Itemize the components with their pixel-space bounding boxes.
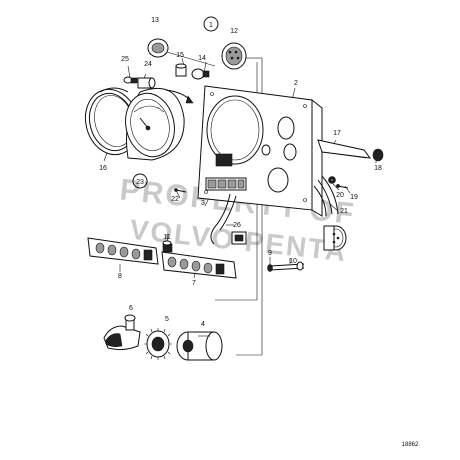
callout-13: 13 [151, 17, 159, 24]
callout-10: 10 [289, 258, 297, 265]
mounting-bracket [317, 139, 372, 159]
callout-1-circle [203, 16, 219, 32]
switch-strip-8 [87, 237, 159, 265]
callout-24: 24 [144, 61, 152, 68]
callout-14: 14 [198, 55, 206, 62]
drawing-number: 18862 [402, 442, 419, 448]
bulb-14 [191, 68, 210, 80]
callout-labels: 1 2 3 4 5 6 7 8 9 10 11 12 13 14 15 16 1… [99, 16, 382, 328]
callout-15: 15 [176, 52, 184, 59]
callout-9: 9 [268, 250, 272, 257]
connector-plug [231, 231, 247, 245]
callout-7: 7 [192, 280, 196, 287]
ignition-key [103, 314, 141, 351]
callout-22: 22 [171, 196, 179, 203]
small-switch [162, 240, 173, 253]
lamp-socket-24 [137, 77, 156, 89]
callout-21: 21 [340, 208, 348, 215]
callout-5: 5 [165, 316, 169, 323]
screw-22 [174, 188, 187, 193]
callout-16: 16 [99, 165, 107, 172]
lamp-holder-15 [175, 63, 187, 77]
callout-23: 23 [136, 179, 144, 186]
wiring-harness [210, 175, 339, 245]
knob [372, 148, 384, 162]
round-connector [323, 225, 347, 251]
bulb-25 [123, 76, 138, 84]
callout-18: 18 [374, 165, 382, 172]
callout-6: 6 [129, 305, 133, 312]
callout-26: 26 [233, 222, 241, 229]
ignition-switch-body [176, 331, 223, 361]
callout-23-circle [132, 173, 148, 189]
callout-25: 25 [121, 56, 129, 63]
callout-4: 4 [201, 321, 205, 328]
callout-3: 3 [201, 200, 205, 207]
callout-2: 2 [294, 80, 298, 87]
tachometer-gauge [125, 87, 194, 161]
lamp-cover-13 [147, 38, 169, 58]
bolt-washer [267, 261, 305, 272]
callout-11: 11 [163, 234, 170, 241]
callout-1: 1 [209, 22, 213, 29]
instrument-panel [197, 85, 323, 217]
callout-12: 12 [230, 28, 238, 35]
buzzer-12 [221, 42, 247, 70]
washer-screw [328, 176, 349, 189]
gear-nut [144, 328, 172, 360]
callout-17: 17 [333, 130, 341, 137]
switch-strip-7 [161, 251, 237, 279]
callout-20: 20 [336, 192, 344, 199]
callout-19: 19 [350, 194, 358, 201]
callout-8: 8 [118, 273, 122, 280]
